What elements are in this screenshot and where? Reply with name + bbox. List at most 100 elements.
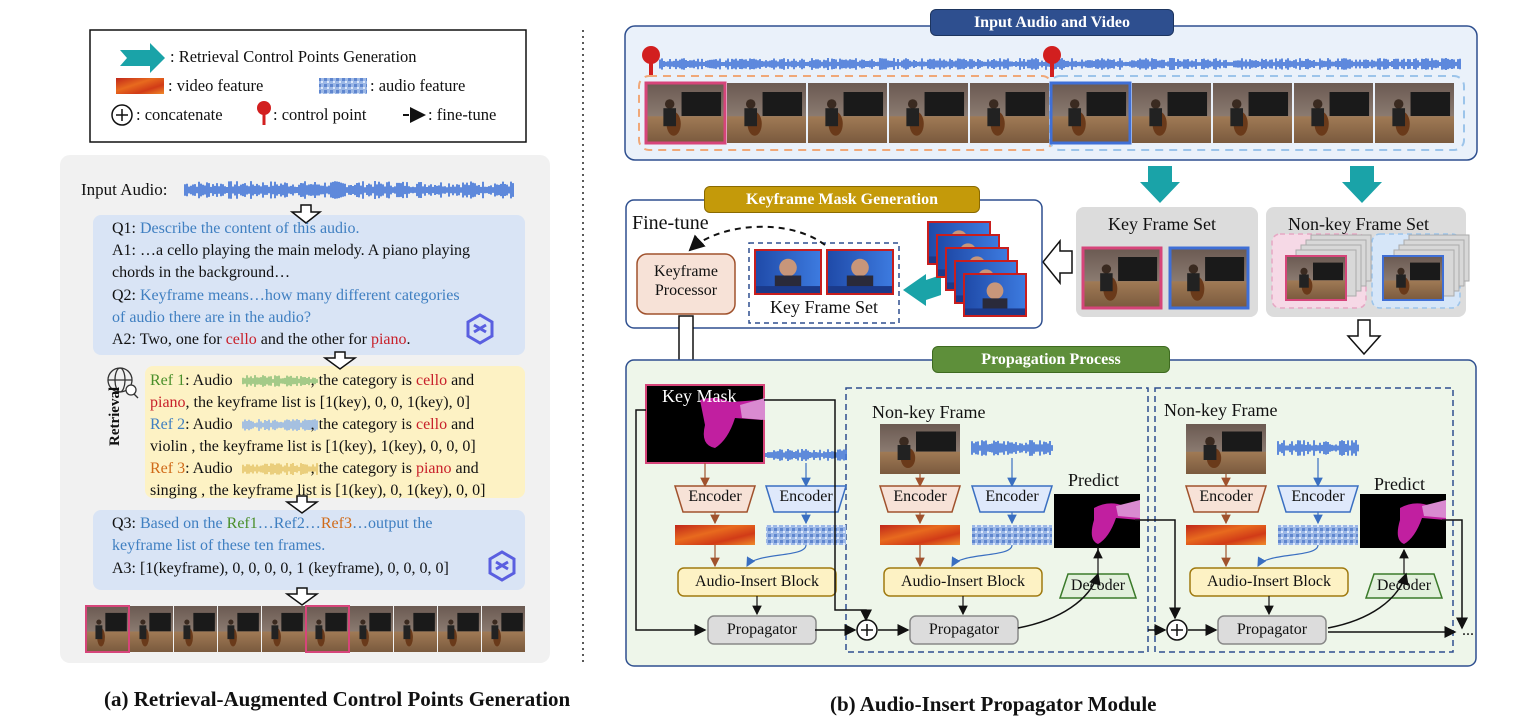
input-audio-label: Input Audio: (81, 180, 168, 199)
retrieval-vertical-label: Retrieval (107, 386, 123, 446)
tv-frame-stack (927, 221, 1027, 317)
section-2-video-encoder (1184, 485, 1268, 513)
section-0-video-feature (675, 525, 755, 545)
inner-key-frame-set-label: Key Frame Set (770, 297, 878, 317)
globe-search-icon (107, 367, 139, 399)
inner-key-frame-1 (754, 249, 822, 295)
inner-key-frames (754, 249, 894, 295)
keyframe-processor-label: Keyframe Processor (654, 263, 718, 299)
ellipsis: ... (1462, 622, 1474, 639)
ref3-line1: Ref 3: Audio, the category is piano and (150, 460, 479, 477)
left-frame-10 (482, 606, 525, 652)
section-2-video-feature (1186, 525, 1266, 545)
section-0-audio-feature (766, 525, 846, 545)
key-mask-label: Key Mask (662, 386, 737, 406)
control-point-pin-2 (1043, 46, 1061, 77)
section-2-audio-feature (1278, 525, 1358, 545)
legend-video-label: : video feature (168, 76, 264, 95)
keyframe-processor-box (636, 253, 736, 315)
nonkey-frame-set-label: Non-key Frame Set (1288, 214, 1429, 234)
section-0-video-encoder-label: Encoder (688, 488, 742, 505)
predict-label-2: Predict (1374, 474, 1425, 494)
av-frame-5 (970, 83, 1049, 143)
llm-logo-icon-2 (488, 550, 516, 582)
tv-frame-stack-5 (963, 273, 1027, 317)
legend-audio-label: : audio feature (370, 76, 466, 95)
legend-retrieval-label: : Retrieval Control Points Generation (170, 47, 417, 66)
section-1-frame (880, 424, 960, 474)
section-1-propagator-label: Propagator (928, 621, 1000, 638)
section-1-video-feature (880, 525, 960, 545)
av-frame-1 (646, 83, 725, 143)
section-0-audio-encoder-label: Encoder (779, 488, 833, 505)
section-2-decoder-label: Decoder (1376, 577, 1432, 594)
section-0-audio-encoder (764, 485, 848, 513)
q2-line2: of audio there are in the audio? (112, 309, 312, 326)
ref3-line2: singing , the keyframe list is [1(key), … (150, 482, 486, 499)
section-2-propagator (1217, 615, 1327, 645)
control-point-icon (257, 101, 271, 115)
concat-node-2 (1166, 619, 1188, 641)
down-arrow-1 (289, 204, 323, 224)
key-frame-set-frames (1081, 246, 1250, 310)
section-2-decoder (1364, 573, 1444, 599)
av-frame-7 (1132, 83, 1211, 143)
inner-key-frame-2 (826, 249, 894, 295)
legend-control-label: : control point (273, 105, 367, 124)
nonkey-frame-label-1: Non-key Frame (872, 402, 986, 422)
key-frame-2 (1170, 248, 1248, 308)
audio-feature-swatch (319, 78, 367, 94)
hollow-left-arrow (1042, 238, 1073, 286)
section-1-audio-encoder (970, 485, 1054, 513)
section-1-video-encoder-label: Encoder (893, 488, 947, 505)
teal-arrow-icon (120, 43, 165, 73)
av-frame-10 (1375, 83, 1454, 143)
a3: A3: [1(keyframe), 0, 0, 0, 0, 1 (keyfram… (112, 560, 449, 577)
left-frame-8 (394, 606, 437, 652)
llm-logo-icon (466, 313, 494, 345)
av-frame-8 (1213, 83, 1292, 143)
left-frame-3 (174, 606, 217, 652)
left-frame-9 (438, 606, 481, 652)
section-0-video-encoder (673, 485, 757, 513)
q2-line1: Q2: Keyframe means…how many different ca… (112, 287, 460, 304)
q3-line1: Q3: Based on the Ref1…Ref2…Ref3…output t… (112, 515, 433, 532)
section-2-audio-encoder (1276, 485, 1360, 513)
down-arrow-4 (284, 587, 320, 606)
section-0-propagator-label: Propagator (726, 621, 798, 638)
left-frame-5 (262, 606, 305, 652)
nonkey-frame-2 (1383, 256, 1443, 300)
q3-line2: keyframe list of these ten frames. (112, 537, 326, 554)
teal-arrow-left (903, 274, 941, 306)
ref2-line1: Ref 2: Audio, the category is cello and (150, 416, 475, 433)
key-frame-set-label: Key Frame Set (1108, 214, 1216, 234)
section-2-video-encoder-label: Encoder (1199, 488, 1253, 505)
key-frame-1 (1083, 248, 1161, 308)
left-frame-7 (350, 606, 393, 652)
left-frame-1 (86, 606, 129, 652)
section-1-propagator (909, 615, 1019, 645)
section-2-propagator-label: Propagator (1236, 621, 1308, 638)
control-point-pin-1 (642, 46, 660, 77)
input-av-title: Input Audio and Video (930, 9, 1174, 36)
propagation-title: Propagation Process (932, 346, 1170, 373)
av-frame-9 (1294, 83, 1373, 143)
predict-label-1: Predict (1068, 470, 1119, 490)
inner-key-frame-set (748, 242, 900, 324)
legend-finetune-label: : fine-tune (428, 105, 497, 124)
input-av-waveform (659, 58, 1461, 70)
down-arrow-2 (322, 351, 358, 370)
q1: Q1: Describe the content of this audio. (112, 220, 360, 237)
a1-line1: A1: …a cello playing the main melody. A … (112, 242, 471, 259)
section-2-frame (1186, 424, 1266, 474)
left-frame-strip (85, 605, 525, 653)
nonkey-frame-set-frames (1285, 234, 1470, 301)
legend-concat-label: : concatenate (136, 105, 223, 124)
input-audio-waveform (184, 181, 514, 199)
qa-box-1 (93, 215, 525, 355)
ref1-line1: Ref 1: Audio, the category is cello and (150, 372, 475, 389)
qa-box-3 (93, 510, 525, 590)
av-frame-strip (644, 81, 1454, 145)
section-1-audio-encoder-label: Encoder (985, 488, 1039, 505)
